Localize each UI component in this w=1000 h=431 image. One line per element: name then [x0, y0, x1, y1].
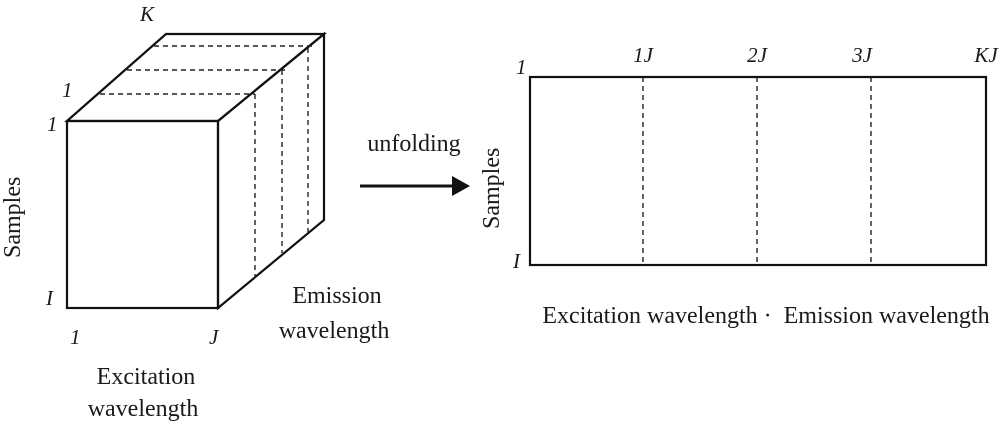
matrix-bottom-label: Excitation wavelength · Emission wavelen…: [542, 303, 989, 329]
matrix-column-label: 2J: [747, 43, 769, 67]
cube-excitation-label-2: wavelength: [88, 396, 199, 422]
cube-top-i-label: 1: [62, 78, 73, 102]
matrix-column-label: 3J: [851, 43, 874, 67]
cube-emission-label: Emission: [292, 283, 381, 309]
matrix-column-label: KJ: [973, 43, 999, 67]
cube-excitation-label: Excitation: [97, 364, 196, 390]
arrow-label: unfolding: [367, 131, 460, 157]
cube-top-face: [64, 32, 328, 123]
matrix-column-label: 1J: [633, 43, 655, 67]
cube-bottom-right-label: J: [209, 325, 220, 349]
data-cube: K 1 1 I 1 J Samples Excitation wavelengt…: [0, 2, 389, 422]
cube-front-bottom-label: I: [45, 286, 54, 310]
cube-k-label: K: [139, 2, 155, 26]
cube-right-face: [216, 31, 326, 311]
matrix-top-left-label: 1: [516, 55, 527, 79]
matrix-samples-label: Samples: [479, 148, 505, 229]
unfolded-matrix: 1 I 1J 2J 3J KJ Samples Excitation wavel…: [479, 43, 999, 329]
matrix-rect: [528, 75, 988, 267]
unfolding-arrow: unfolding: [360, 131, 470, 196]
arrow-head: [452, 176, 470, 196]
cube-samples-label: Samples: [0, 177, 26, 258]
cube-front-top-label: 1: [47, 112, 58, 136]
matrix-bottom-left-label: I: [512, 249, 521, 273]
cube-front-face: [65, 119, 220, 310]
cube-bottom-left-label: 1: [70, 325, 81, 349]
cube-emission-label-2: wavelength: [279, 318, 390, 344]
